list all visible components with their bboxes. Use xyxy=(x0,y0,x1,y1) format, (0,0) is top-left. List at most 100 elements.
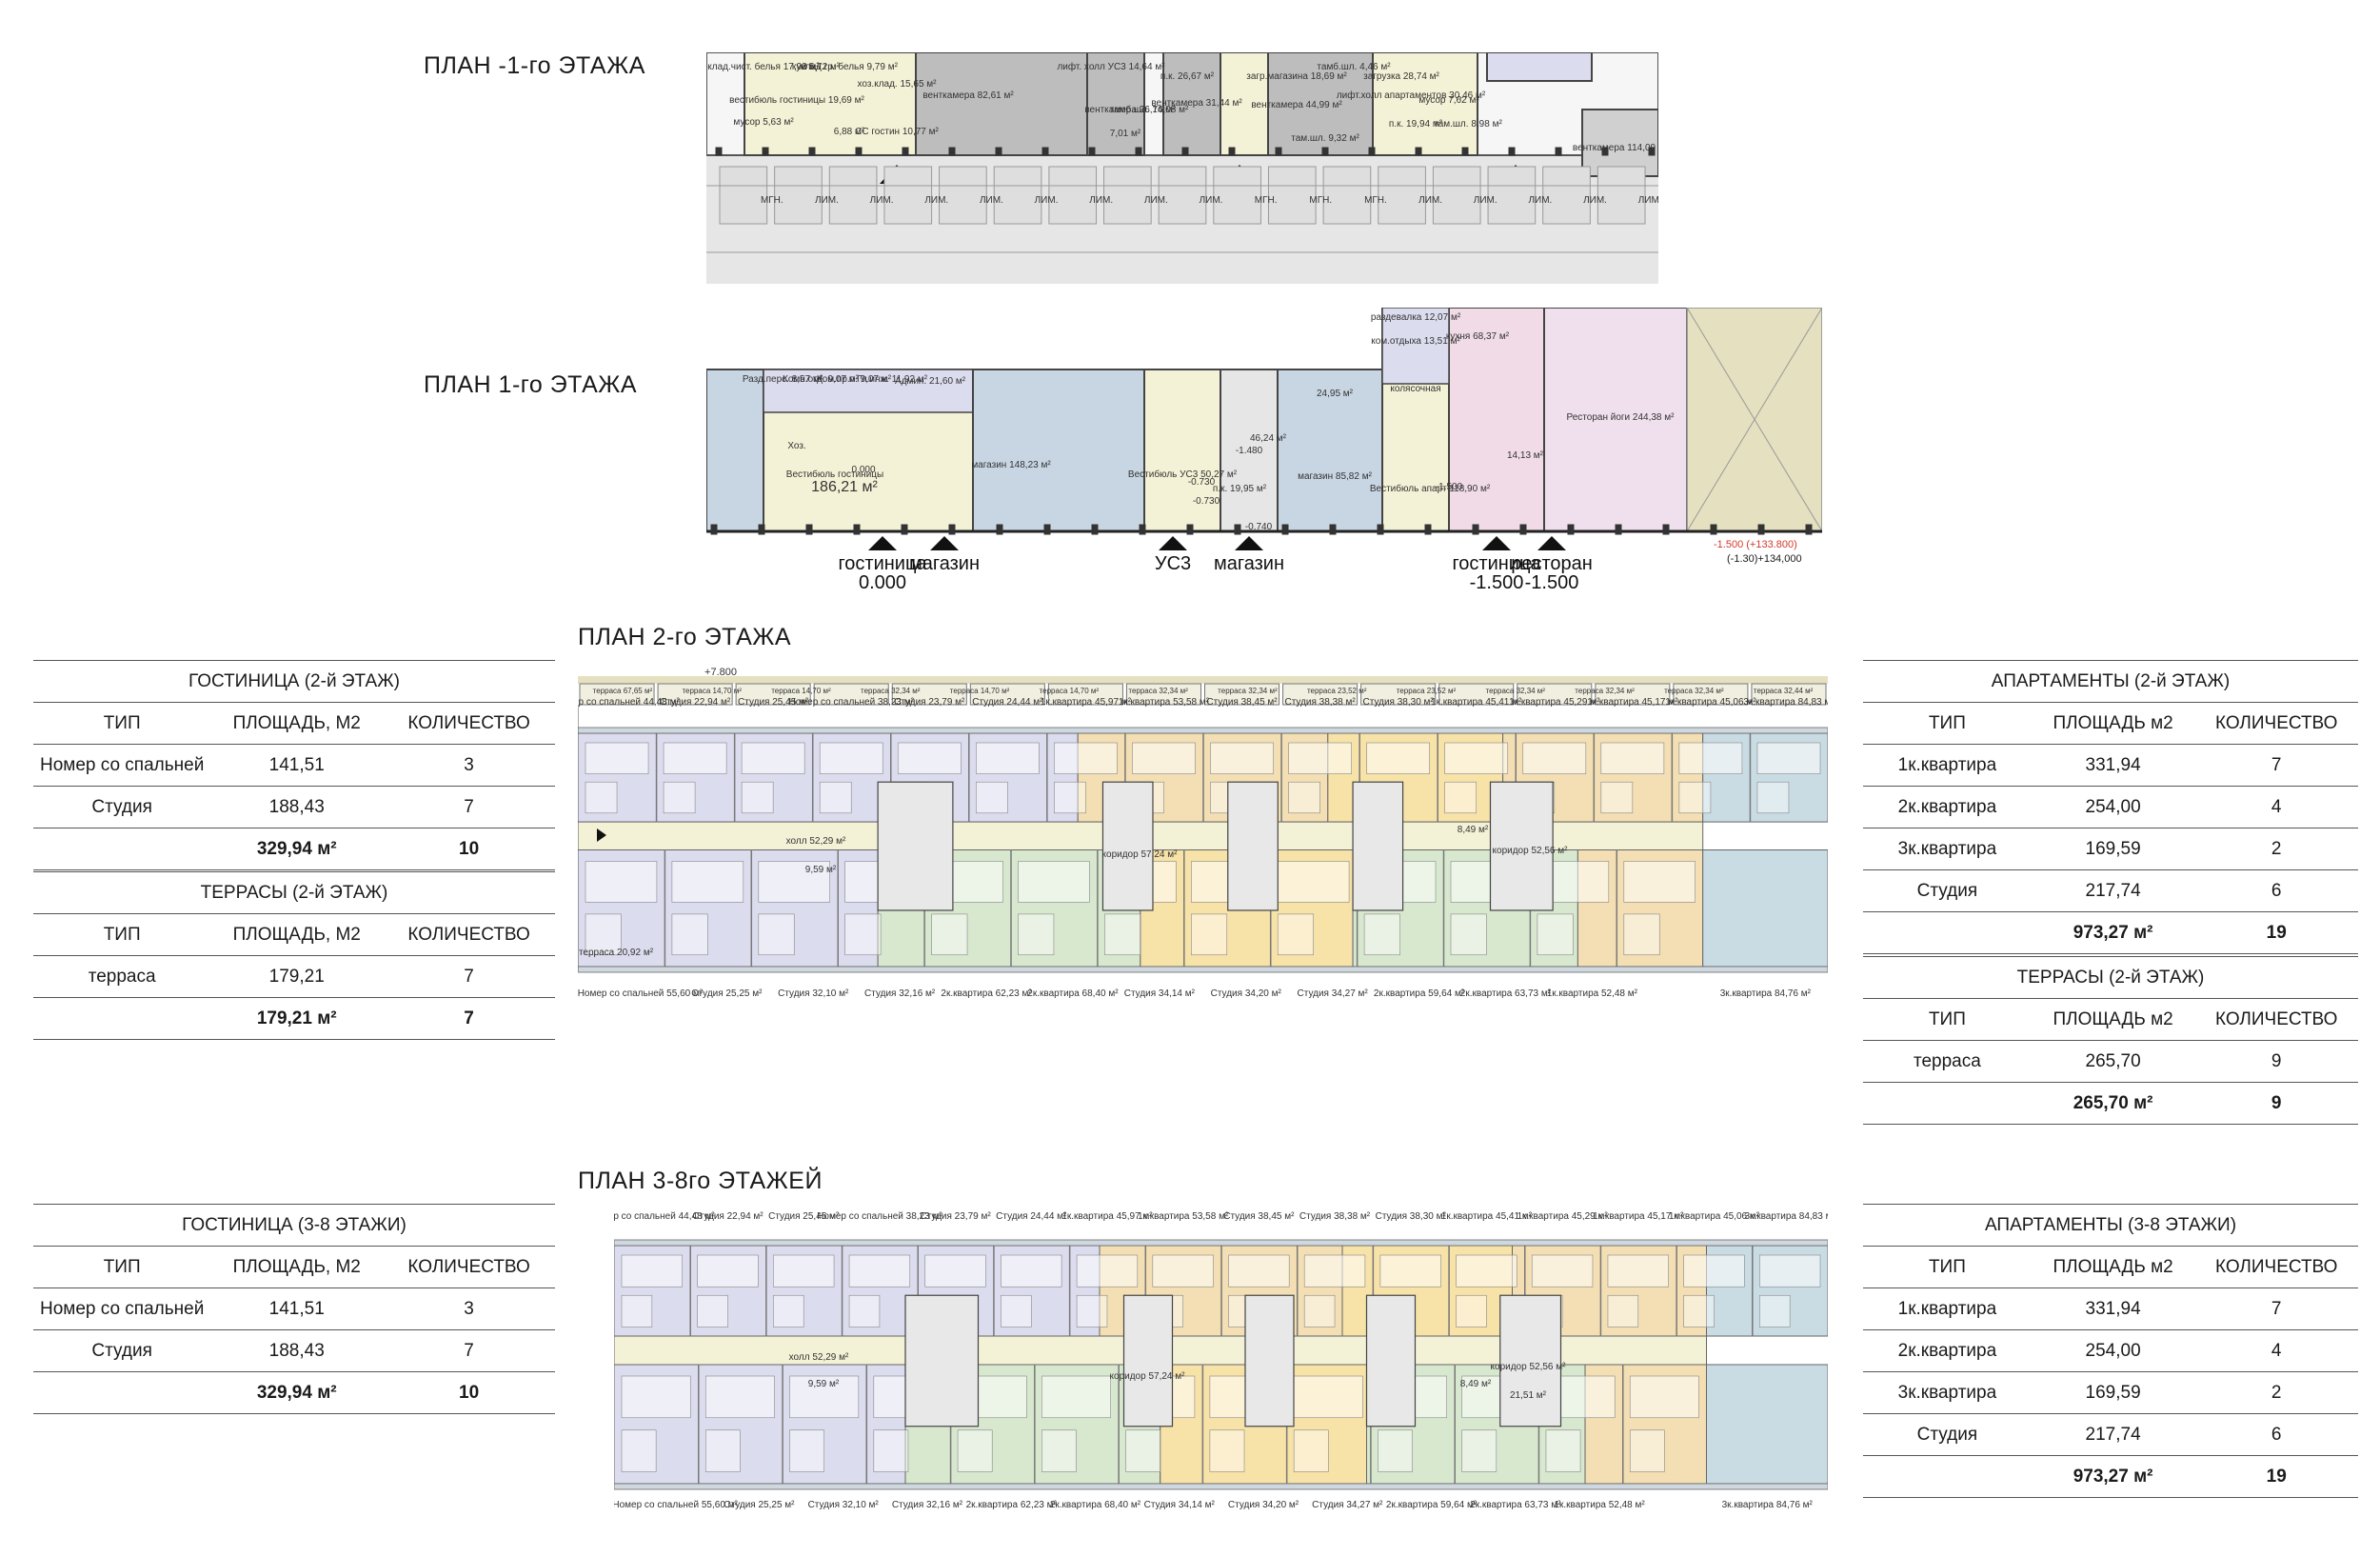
room-label: -0.740 xyxy=(1244,522,1273,532)
column xyxy=(1377,524,1384,535)
column xyxy=(805,524,813,535)
entrance-elevation: -1.500 xyxy=(1524,572,1579,589)
room-label: венткамера 26,76 м² xyxy=(1084,105,1176,115)
room xyxy=(758,913,795,956)
column xyxy=(948,147,956,156)
column xyxy=(808,147,816,156)
room-label: терраса 32,34 м² xyxy=(861,687,921,695)
room-label: Студия 24,44 м² xyxy=(996,1211,1067,1222)
parking-label: ЛИМ. xyxy=(1089,195,1114,206)
room xyxy=(1461,1429,1497,1472)
column xyxy=(1139,524,1146,535)
column xyxy=(1757,524,1765,535)
table-total-cell: 973,27 м² xyxy=(2031,911,2195,954)
room-label: терраса 14,70 м² xyxy=(949,687,1010,695)
room xyxy=(789,1375,860,1419)
room xyxy=(1629,1375,1699,1419)
parking-space xyxy=(828,166,878,225)
room-label: 24,95 м² xyxy=(1316,389,1354,399)
room xyxy=(848,1254,911,1288)
room xyxy=(1378,1429,1413,1472)
room-label: 1к.квартира 53,58 м² xyxy=(1138,1211,1229,1222)
column xyxy=(715,147,723,156)
column xyxy=(1415,147,1422,156)
room xyxy=(1303,1254,1366,1288)
room-label: -0.730 xyxy=(1192,496,1220,507)
table-cell: 3к.квартира xyxy=(1863,1371,2032,1414)
room-label: Студия 25,25 м² xyxy=(691,988,763,999)
room-label: 2к.квартира 63,73 м² xyxy=(1459,988,1552,999)
wall xyxy=(837,849,839,968)
room-label: Студия 38,38 м² xyxy=(1299,1211,1371,1222)
table-cell: 217,74 xyxy=(2031,1413,2195,1456)
core xyxy=(1122,1294,1174,1427)
parking-label: ЛИМ. xyxy=(1583,195,1607,206)
room xyxy=(789,1429,824,1472)
column xyxy=(1135,147,1142,156)
wall xyxy=(1034,1364,1036,1485)
core-label: холл 52,29 м² xyxy=(788,1352,849,1363)
parking-space xyxy=(883,166,933,225)
room-label: тамб.шл. 14,08 м² xyxy=(1109,105,1189,115)
room xyxy=(1041,1429,1077,1472)
entrance-elevation: 0.000 xyxy=(858,572,907,589)
table-header: ТИП xyxy=(1863,702,2032,745)
table-total-cell xyxy=(33,997,211,1040)
column xyxy=(1088,147,1096,156)
table-cell: 179,21 xyxy=(210,955,384,998)
core xyxy=(1365,1294,1417,1427)
terrace xyxy=(1438,683,1515,706)
room xyxy=(704,1375,775,1419)
room xyxy=(1018,913,1055,956)
parking-label: ЛИМ. xyxy=(869,195,894,206)
table-cell: 169,59 xyxy=(2031,1371,2195,1414)
core-label: коридор 52,56 м² xyxy=(1492,846,1568,856)
entrance-elevation: -1.500 xyxy=(1469,572,1524,589)
room xyxy=(873,1429,909,1472)
parking-space xyxy=(1378,166,1426,225)
room-label: кухня 68,37 м² xyxy=(1445,331,1510,342)
table-cell: 217,74 xyxy=(2031,869,2195,912)
room xyxy=(1545,1429,1581,1472)
parking-space xyxy=(719,166,768,225)
column xyxy=(1368,147,1376,156)
table-total-cell: 10 xyxy=(383,1371,555,1414)
core-label: 8,49 м² xyxy=(1459,1379,1492,1389)
room-label: 1к.квартира 45,06 м² xyxy=(1665,697,1756,708)
table-cell: 3 xyxy=(383,744,555,787)
wall xyxy=(1046,732,1048,823)
room xyxy=(1152,1254,1214,1288)
room xyxy=(1018,861,1090,903)
room-label: Студия 38,45 м² xyxy=(1223,1211,1295,1222)
room-label: 14,13 м² xyxy=(1506,450,1544,461)
column xyxy=(1662,524,1670,535)
wall xyxy=(993,1245,995,1337)
parking-space xyxy=(1267,166,1317,225)
table-header: ПЛОЩАДЬ м2 xyxy=(2031,702,2195,745)
table-total-cell: 10 xyxy=(383,828,555,870)
table-cell: 4 xyxy=(2194,1329,2358,1372)
room-label: 2к.квартира 68,40 м² xyxy=(1027,988,1119,999)
table-cell: 254,00 xyxy=(2031,786,2195,828)
room-label: 2к.квартира 59,64 м² xyxy=(1373,988,1465,999)
room-label: Номер со спальней 55,60 м² xyxy=(614,1500,738,1510)
core xyxy=(1352,781,1404,911)
column xyxy=(853,524,861,535)
table-title: ТЕРРАСЫ (2-й ЭТАЖ) xyxy=(33,871,555,914)
room-label: Гл.инж. 11,92 м² xyxy=(856,374,928,385)
terrace xyxy=(1125,683,1201,706)
table-cell: 1к.квартира xyxy=(1863,744,2032,787)
table-cell: Студия xyxy=(33,1329,211,1372)
room-label: 1к.квартира 53,58 м² xyxy=(1118,697,1210,708)
parking-space xyxy=(1432,166,1481,225)
table-cell: 7 xyxy=(383,1329,555,1372)
room xyxy=(1444,742,1509,774)
room xyxy=(1303,1294,1336,1327)
